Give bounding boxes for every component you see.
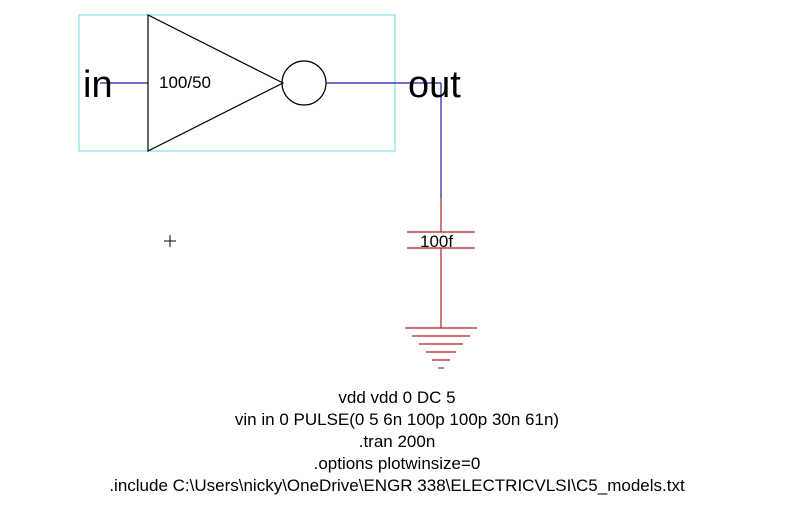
ground-symbol[interactable]: [405, 327, 477, 369]
spice-directives-block[interactable]: vdd vdd 0 DC 5 vin in 0 PULSE(0 5 6n 100…: [109, 388, 685, 495]
spice-directive-line: .tran 200n: [359, 432, 436, 451]
capacitor-value-label: 100f: [420, 232, 453, 251]
inverter-bubble[interactable]: [281, 60, 327, 106]
spice-directive-line: vin in 0 PULSE(0 5 6n 100p 100p 30n 61n): [235, 410, 559, 429]
spice-directive-line: vdd vdd 0 DC 5: [338, 388, 455, 407]
spice-directive-line: .include C:\Users\nicky\OneDrive\ENGR 33…: [109, 476, 685, 495]
input-port-label[interactable]: in: [83, 64, 113, 106]
capacitor[interactable]: [407, 198, 475, 328]
inverter-triangle[interactable]: [147, 14, 285, 152]
spice-directive-line: .options plotwinsize=0: [314, 454, 481, 473]
inverter-size-label: 100/50: [159, 73, 211, 92]
cursor-crosshair-icon: [164, 235, 176, 247]
output-port-label[interactable]: out: [408, 64, 461, 106]
